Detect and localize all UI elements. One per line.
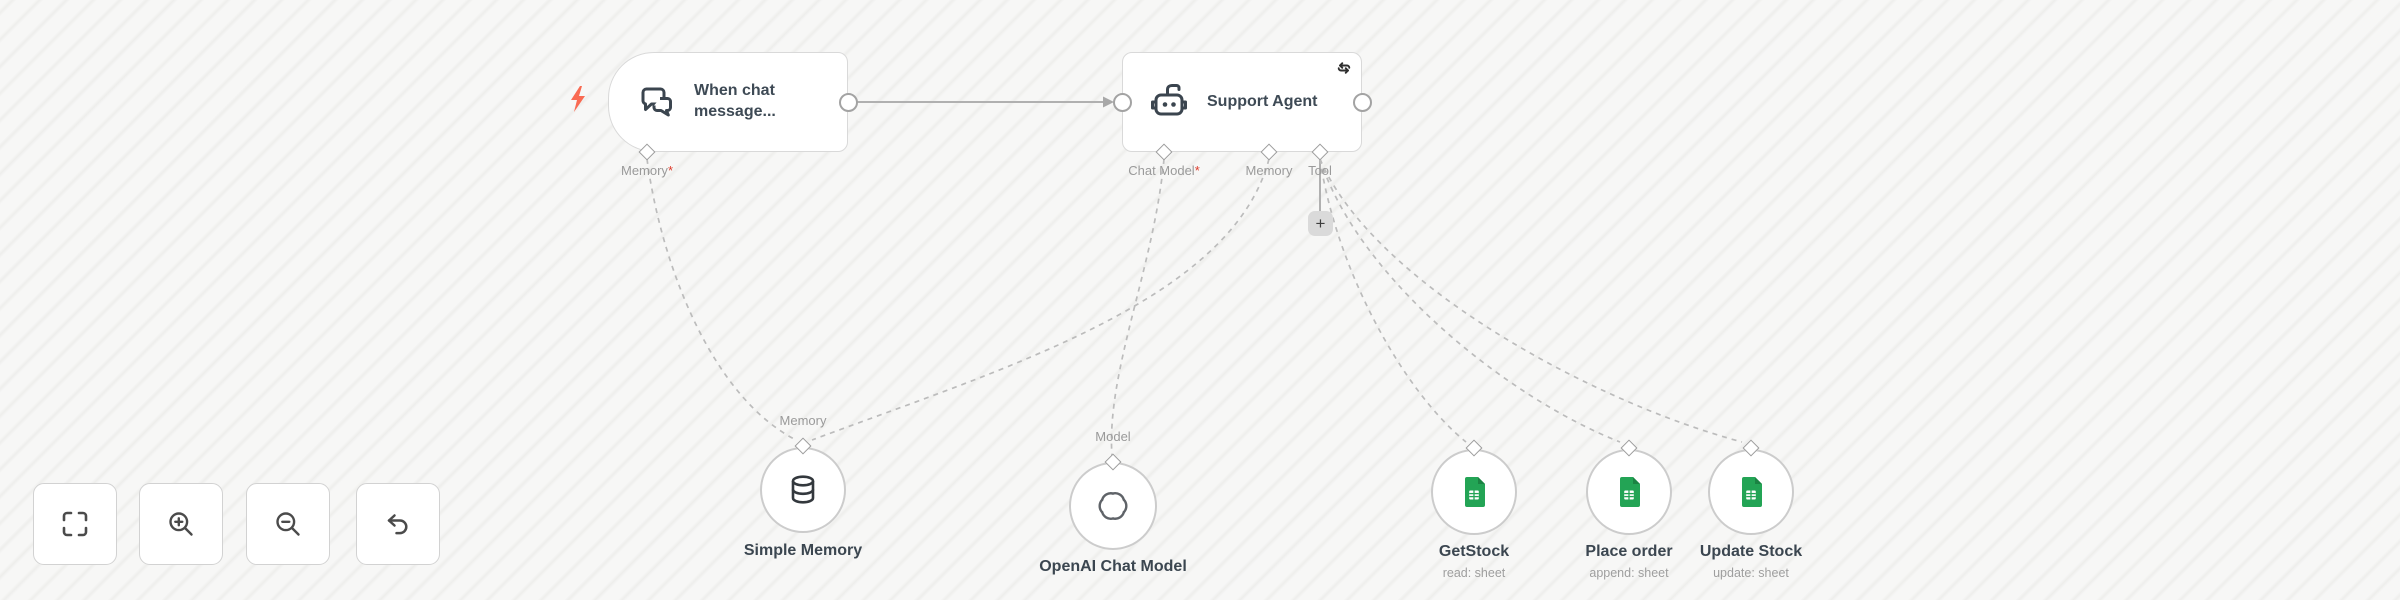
zoom-in-icon [169,512,193,536]
zoom-in-button[interactable] [139,483,223,565]
undo-button[interactable] [356,483,440,565]
connection-agent-memory[interactable] [811,158,1270,441]
agent-output-port[interactable] [1352,92,1372,112]
trigger-memory-port-label: Memory* [620,163,673,178]
connection-agent-tool-placeorder[interactable] [1319,158,1621,443]
agent-tool-port-label: Tool [1308,163,1332,178]
node-name-label: Place order [1585,543,1673,560]
trigger-output-port[interactable] [838,92,858,112]
node-update-stock[interactable] [1708,449,1794,535]
fit-view-icon [62,511,88,537]
undo-icon [387,514,408,535]
connection-arrowhead [1103,96,1114,108]
openai-model-port-label: Model [1095,429,1131,444]
database-icon [791,475,815,504]
node-simple-memory[interactable] [760,447,846,533]
agent-chatmodel-port-label: Chat Model* [1128,163,1200,178]
node-support-agent[interactable]: Support Agent [1122,52,1362,152]
required-marker: * [667,163,673,178]
chat-bubbles-icon [641,87,672,117]
zoom-to-fit-button[interactable] [33,483,117,565]
node-title: When chat message... [694,82,776,120]
google-sheets-icon [1465,477,1485,507]
required-marker: * [1194,163,1200,178]
agent-memory-port-label: Memory [1245,163,1293,178]
node-getstock[interactable] [1431,449,1517,535]
robot-icon [1151,84,1187,116]
node-name-label: OpenAI Chat Model [1039,558,1187,575]
node-title: Support Agent [1207,92,1318,110]
connection-agent-tool-updatestock[interactable] [1319,158,1743,443]
node-place-order[interactable] [1586,449,1672,535]
connection-agent-chatmodel[interactable] [1110,158,1165,457]
lightning-bolt-icon [571,86,585,112]
add-tool-button[interactable]: + [1308,211,1333,236]
node-name-label: Simple Memory [743,542,863,559]
retry-loop-icon [1337,62,1351,74]
node-name-label: Update Stock [1699,543,1803,560]
connection-trigger-memory[interactable] [646,158,797,441]
node-subtitle: update: sheet [1713,566,1789,580]
node-subtitle: append: sheet [1589,566,1669,580]
zoom-out-button[interactable] [246,483,330,565]
connection-agent-tool-getstock[interactable] [1319,158,1467,443]
simple-memory-port-label: Memory [779,413,827,428]
zoom-out-icon [276,512,300,536]
openai-icon [1098,492,1128,520]
agent-input-port[interactable] [1112,92,1132,112]
google-sheets-icon [1742,477,1762,507]
google-sheets-icon [1620,477,1640,507]
node-subtitle: read: sheet [1442,566,1506,580]
node-name-label: GetStock [1438,543,1510,560]
node-when-chat-message[interactable]: When chat message... [608,52,848,152]
node-openai-chat-model[interactable] [1069,462,1157,550]
